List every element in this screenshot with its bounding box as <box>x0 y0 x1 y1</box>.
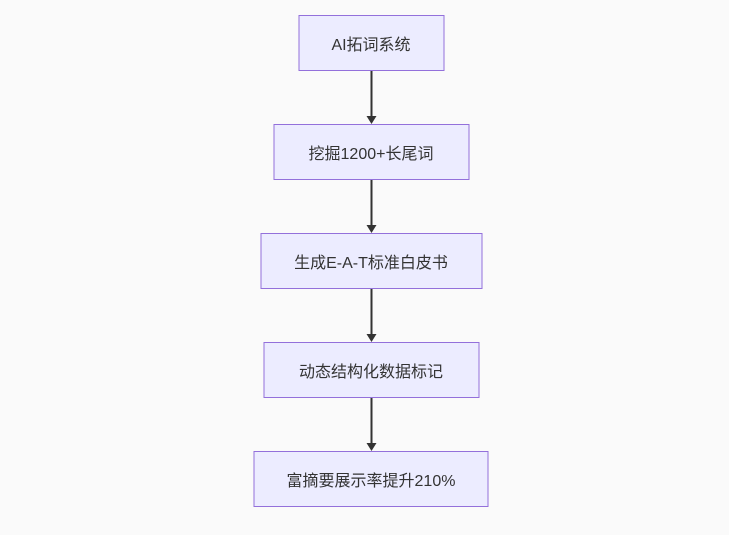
arrowhead-down-icon <box>366 443 376 451</box>
flow-connector-3 <box>366 289 376 342</box>
arrowhead-down-icon <box>366 225 376 233</box>
flow-connector-2 <box>366 180 376 233</box>
flow-node-label: 生成E-A-T标准白皮书 <box>294 255 448 272</box>
arrow-line <box>370 180 372 225</box>
flow-node-label: 动态结构化数据标记 <box>298 364 443 381</box>
flow-node-structured-data-markup: 动态结构化数据标记 <box>263 342 479 398</box>
flow-connector-4 <box>366 398 376 451</box>
arrowhead-down-icon <box>366 116 376 124</box>
flow-node-label: AI拓词系统 <box>331 37 411 54</box>
arrow-line <box>370 398 372 443</box>
flow-node-eat-whitepaper: 生成E-A-T标准白皮书 <box>260 233 482 289</box>
flow-node-ai-word-system: AI拓词系统 <box>298 15 444 71</box>
arrow-line <box>370 289 372 334</box>
flow-node-longtail-mining: 挖掘1200+长尾词 <box>273 124 469 180</box>
flowchart-column: AI拓词系统 挖掘1200+长尾词 生成E-A-T标准白皮书 动态结构化数据标记 <box>253 15 489 507</box>
arrowhead-down-icon <box>366 334 376 342</box>
flow-node-label: 富摘要展示率提升210% <box>286 473 456 490</box>
flow-node-rich-snippet-uplift: 富摘要展示率提升210% <box>253 451 489 507</box>
arrow-line <box>370 71 372 116</box>
flow-node-label: 挖掘1200+长尾词 <box>308 146 434 163</box>
flow-connector-1 <box>366 71 376 124</box>
